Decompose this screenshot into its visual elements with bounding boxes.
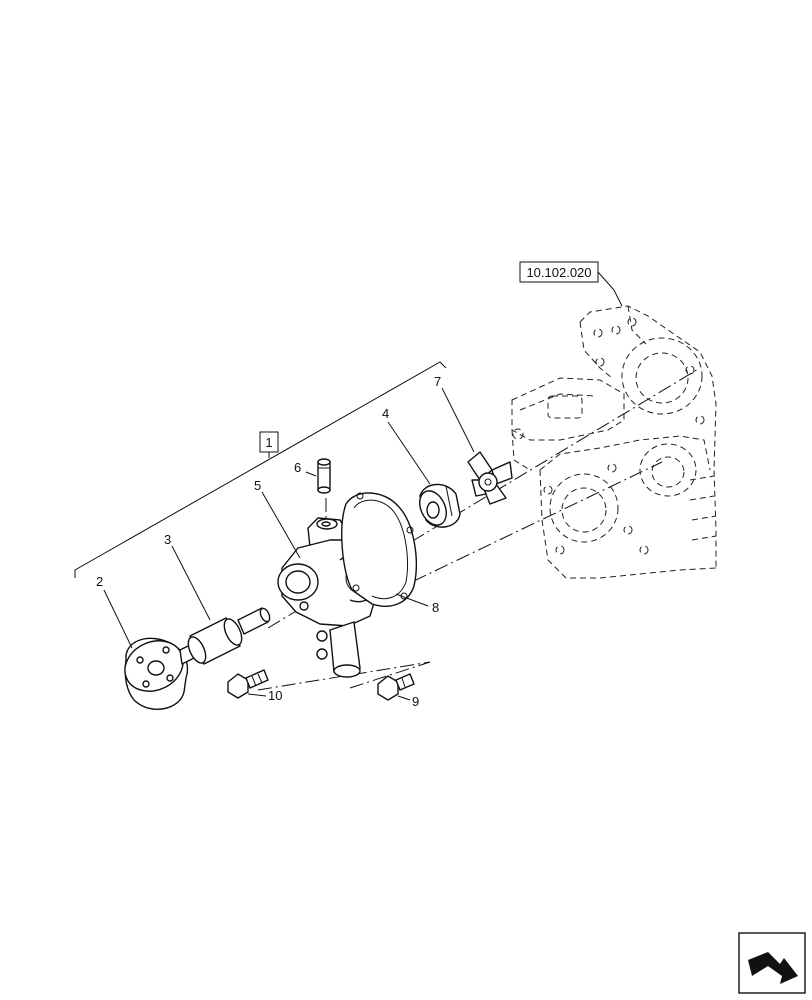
leader-2 bbox=[103, 589, 133, 649]
next-page-arrow-icon[interactable] bbox=[738, 932, 806, 994]
leader-9 bbox=[397, 695, 411, 701]
callout-7: 7 bbox=[434, 374, 441, 389]
callout-3: 3 bbox=[164, 532, 171, 547]
part-4-mechanical-seal bbox=[419, 483, 461, 528]
callout-2: 2 bbox=[96, 574, 103, 589]
part-3-pump-shaft-bearing bbox=[179, 607, 271, 665]
callout-5: 5 bbox=[254, 478, 261, 493]
reference-section-label[interactable]: 10.102.020 bbox=[519, 261, 599, 283]
callout-10: 10 bbox=[268, 688, 282, 703]
part-8-gasket bbox=[341, 492, 417, 607]
leader-4 bbox=[387, 421, 431, 485]
reference-label-text: 10.102.020 bbox=[526, 265, 591, 280]
part-2-pulley-flange bbox=[124, 637, 189, 710]
assembly-group-bracket: 1 bbox=[74, 361, 447, 578]
callout-8: 8 bbox=[432, 600, 439, 615]
callout-9: 9 bbox=[412, 694, 419, 709]
leader-3 bbox=[171, 545, 211, 621]
group-callout-box bbox=[259, 431, 279, 453]
part-6-dowel-pin bbox=[317, 458, 331, 494]
engine-gear-case-ghost bbox=[511, 305, 717, 579]
leader-6 bbox=[305, 471, 317, 477]
leader-5 bbox=[261, 491, 301, 559]
callout-4: 4 bbox=[382, 406, 389, 421]
leader-8 bbox=[395, 593, 429, 607]
leader-7 bbox=[441, 387, 475, 453]
callout-1: 1 bbox=[265, 435, 272, 450]
leader-10 bbox=[247, 693, 267, 697]
part-10-bolt-long bbox=[227, 669, 269, 699]
part-7-impeller bbox=[467, 451, 513, 505]
callout-6: 6 bbox=[294, 460, 301, 475]
part-9-bolt-short bbox=[377, 673, 415, 701]
reference-leader bbox=[597, 271, 623, 307]
